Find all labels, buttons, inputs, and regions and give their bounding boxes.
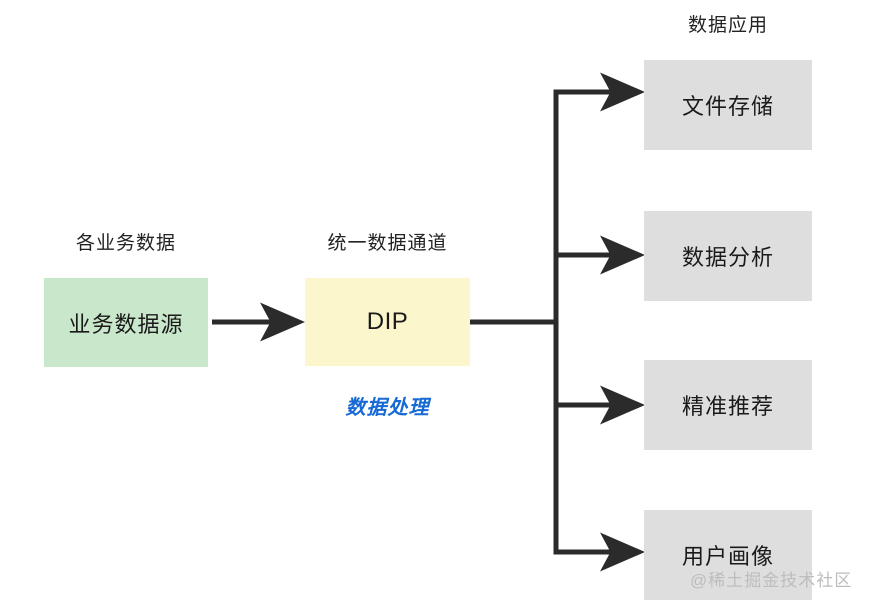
node-business-data-source[interactable]: 业务数据源 bbox=[44, 278, 208, 367]
node-app-data-analysis[interactable]: 数据分析 bbox=[644, 211, 812, 301]
node-dip-sublabel: 数据处理 bbox=[345, 397, 430, 419]
watermark: @稀土掘金技术社区 bbox=[690, 571, 853, 590]
caption-pipeline: 统一数据通道 bbox=[327, 233, 448, 254]
node-app-precise-recommendation[interactable]: 精准推荐 bbox=[644, 360, 812, 450]
node-dip[interactable]: DIP bbox=[305, 278, 470, 366]
node-app-file-storage[interactable]: 文件存储 bbox=[644, 60, 812, 150]
node-app-user-profile[interactable]: 用户画像 bbox=[644, 510, 812, 600]
caption-applications: 数据应用 bbox=[687, 15, 768, 36]
edge-dip-to-trunk bbox=[470, 89, 559, 555]
caption-source: 各业务数据 bbox=[75, 233, 176, 254]
